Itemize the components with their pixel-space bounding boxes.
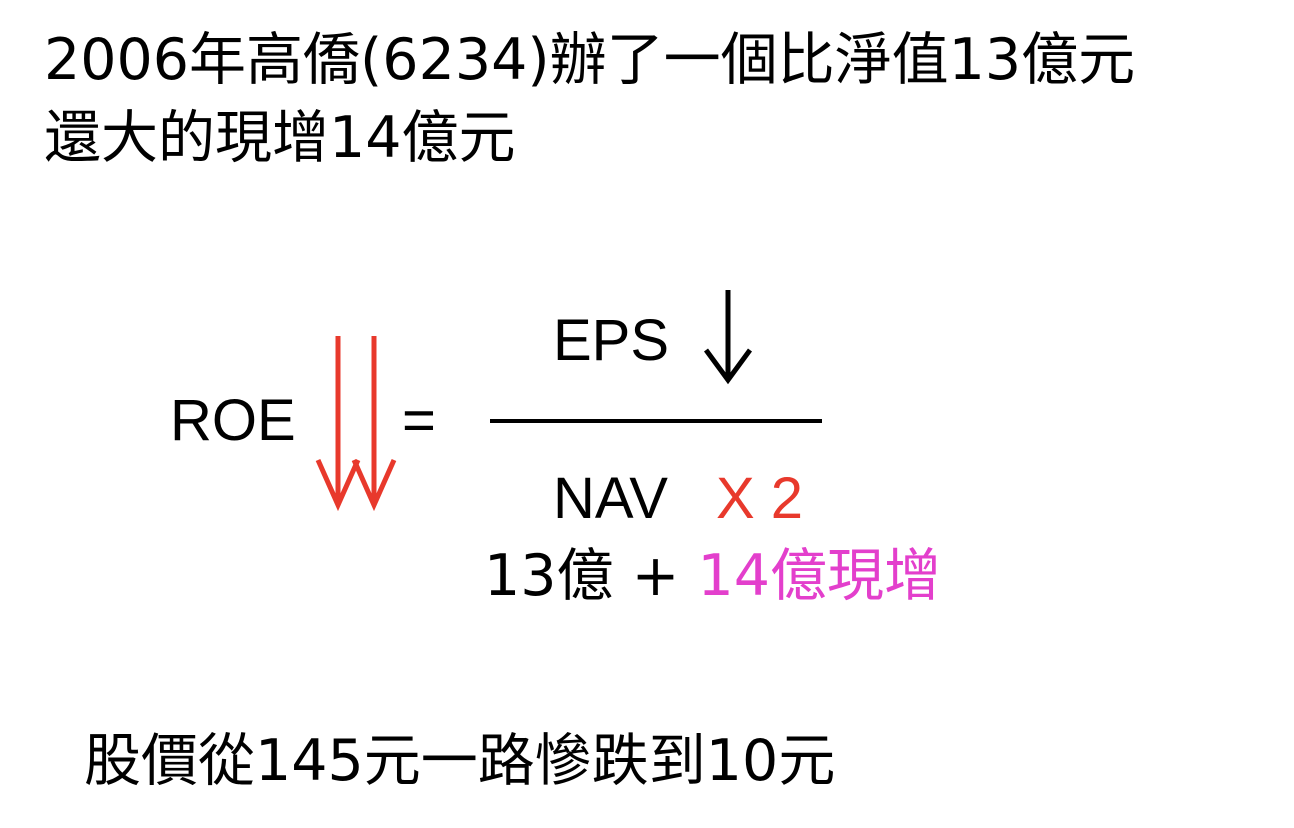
double-down-arrow-icon	[315, 336, 397, 512]
nav-base-amount: 13億 +	[484, 543, 698, 609]
footer-text: 股價從145元一路慘跌到10元	[84, 728, 836, 794]
heading-line-1: 2006年高僑(6234)辦了一個比淨值13億元	[44, 27, 1136, 93]
fraction-bar	[490, 419, 822, 423]
heading-line-2: 還大的現增14億元	[44, 105, 516, 171]
denominator-nav: NAV	[553, 466, 668, 531]
down-arrow-icon	[703, 290, 753, 385]
multiplier-label: X 2	[716, 466, 804, 531]
numerator-eps: EPS	[553, 308, 670, 373]
equals-sign: =	[402, 388, 436, 453]
denominator-detail: 13億 + 14億現增	[484, 548, 941, 605]
roe-label: ROE	[170, 388, 296, 453]
capital-increase-amount: 14億現增	[697, 543, 942, 609]
